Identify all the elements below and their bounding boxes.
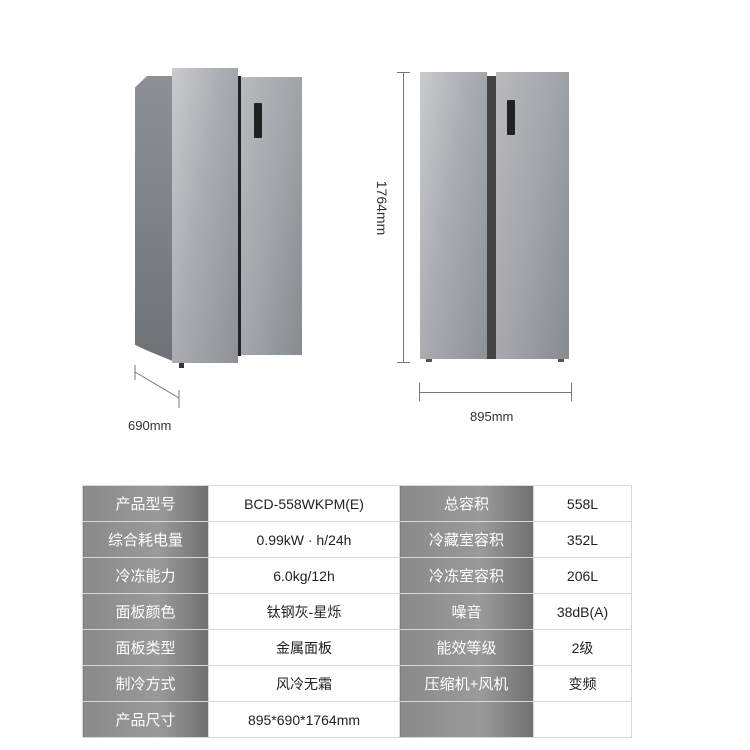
door-gap (238, 76, 241, 356)
spec-label1: 综合耗电量 (82, 521, 209, 558)
spec-label2: 冷藏室容积 (399, 521, 534, 558)
spec-value2: 38dB(A) (533, 593, 632, 630)
spec-value1: 钛钢灰-星烁 (208, 593, 400, 630)
front-left-door (420, 72, 487, 359)
width-dim-right-tick (571, 383, 572, 401)
depth-label: 690mm (128, 418, 172, 433)
spec-label1: 产品尺寸 (82, 701, 209, 738)
spec-label2: 能效等级 (399, 629, 534, 666)
depth-dimension-line (134, 365, 180, 408)
spec-label2: 总容积 (399, 485, 534, 522)
fridge-side-panel (135, 76, 175, 362)
spec-label1: 产品型号 (82, 485, 209, 522)
width-dimension-line (419, 392, 571, 393)
spec-value2: 2级 (533, 629, 632, 666)
display-panel-icon (254, 103, 262, 138)
spec-label1: 制冷方式 (82, 665, 209, 702)
spec-label1: 冷冻能力 (82, 557, 209, 594)
fridge-right-door (241, 77, 302, 355)
spec-value2: 206L (533, 557, 632, 594)
spec-value1: 金属面板 (208, 629, 400, 666)
spec-label2: 压缩机+风机 (399, 665, 534, 702)
spec-value1: 6.0kg/12h (208, 557, 400, 594)
spec-value2: 变频 (533, 665, 632, 702)
spec-label2: 冷冻室容积 (399, 557, 534, 594)
width-label: 895mm (470, 409, 514, 424)
spec-label1: 面板类型 (82, 629, 209, 666)
display-panel-icon (507, 100, 515, 135)
spec-value1: 895*690*1764mm (208, 701, 400, 738)
spec-label1: 面板颜色 (82, 593, 209, 630)
spec-row: 制冷方式风冷无霜压缩机+风机变频 (82, 665, 632, 702)
spec-value2 (533, 701, 632, 738)
door-gap (487, 76, 496, 359)
spec-label2: 噪音 (399, 593, 534, 630)
height-dim-bottom-tick (397, 362, 410, 363)
spec-value1: 0.99kW · h/24h (208, 521, 400, 558)
fridge-foot (426, 359, 432, 362)
spec-value2: 558L (533, 485, 632, 522)
spec-value1: BCD-558WKPM(E) (208, 485, 400, 522)
fridge-foot (558, 359, 564, 362)
height-dimension-line (403, 72, 404, 362)
spec-label2 (399, 701, 534, 738)
spec-value2: 352L (533, 521, 632, 558)
height-label: 1764mm (374, 180, 390, 236)
fridge-foot (179, 363, 184, 368)
fridge-left-door (172, 68, 238, 363)
spec-value1: 风冷无霜 (208, 665, 400, 702)
